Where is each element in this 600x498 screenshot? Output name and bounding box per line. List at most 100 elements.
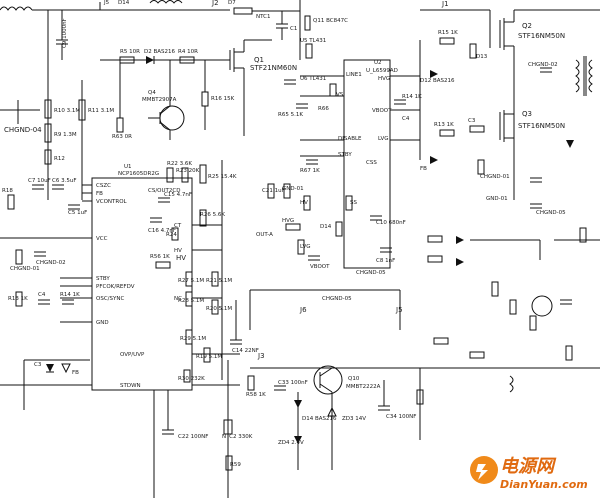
c29-label: R14 1K (402, 94, 422, 100)
r30-label: R30 232K (178, 376, 205, 382)
c1-label: C1 (290, 26, 297, 32)
r59-label: R59 (230, 462, 241, 468)
zd3-label: ZD3 14V (342, 416, 366, 422)
u1-pin-ct: CT (174, 223, 182, 229)
q1-ref: Q1 (254, 56, 264, 64)
d5-diode (456, 236, 464, 244)
r22-resistor (166, 167, 174, 183)
r5-label: R5 10R (120, 49, 140, 55)
r22-label: R22 3.6K (167, 161, 192, 167)
u1-pin-vcc: VCC (96, 236, 108, 242)
r47-resistor (285, 223, 301, 231)
r15-resistor (15, 291, 23, 307)
r1-label: D13 (476, 54, 488, 60)
r3-resistor (439, 37, 455, 45)
r29-resistor (185, 329, 193, 345)
r58-label: R58 1K (246, 392, 266, 398)
c31-label: CHGND-05 (536, 210, 566, 216)
t2b-winding (509, 375, 514, 393)
r14-resistor (15, 249, 23, 265)
fb-label: CHGND-04 (4, 126, 42, 134)
d13-diode (61, 363, 71, 374)
top-inductor (149, 0, 183, 4)
d12-diode (46, 364, 54, 372)
c25-label: VBOOT (310, 264, 330, 270)
r63-resistor (116, 117, 124, 133)
lower-left: CHGND-01 CHGND-02 R13 1K C4 R14 1K C3 FB (8, 249, 90, 410)
d14b-label: D14 BAS216 (302, 416, 337, 422)
d4-diode (430, 156, 438, 164)
u1-pin-hv: HV (174, 248, 182, 254)
r18-label: R18 (2, 188, 13, 194)
hv-label: HV (176, 254, 186, 262)
j1-label: J1 (441, 0, 449, 8)
transformer-secondary (588, 59, 593, 93)
d14-top-label: J5 (103, 0, 110, 6)
input-section: J5 D14 J2 NTC1 D7 C1 Q11 BC847C (0, 0, 348, 60)
r37-label: C21 1uF (262, 188, 285, 194)
r14-label: CHGND-01 (10, 266, 40, 272)
q2-ref: Q2 (522, 22, 532, 30)
u2-resonant-controller: U2 U_L6599AD HVG VBOOT LVG LINE1 VS DISA… (300, 59, 420, 269)
c30-label: R67 1K (300, 168, 320, 174)
r24-label: R24 (166, 232, 177, 238)
c10-label: R14 1K (60, 292, 80, 298)
u1-pin-ovp: OVP/UVP (120, 352, 145, 358)
r35-label: HV (300, 200, 308, 206)
r43-label: SS (350, 200, 357, 206)
u1-ref: U1 (124, 164, 132, 170)
d4-label: FB (420, 166, 427, 172)
r44-label: R13 1K (434, 122, 454, 128)
u2-pin-vboot: VBOOT (372, 108, 392, 114)
u2-pin-vs: VS (336, 92, 344, 98)
ntc1-resistor (233, 7, 253, 15)
r12-label: R12 (54, 156, 65, 162)
u2-body (343, 59, 391, 269)
r47-label: HVG (282, 218, 294, 224)
r33-resistor (329, 83, 337, 97)
c32-label: C8 1nF (376, 258, 395, 264)
r21-label: R21 5.1M (206, 278, 232, 284)
r62-resistor (509, 299, 517, 315)
u1-pin-stdwn: STDWN (120, 383, 141, 389)
q10-ref: Q10 (348, 376, 360, 382)
c27-label: C10 680nF (376, 220, 406, 226)
cnd1-u2: CHGND-05 (356, 270, 386, 276)
u1-part: NCP1605DR2G (118, 171, 159, 177)
r39-resistor (416, 389, 424, 405)
r33-label: R66 (318, 106, 329, 112)
r63b-resistor (491, 281, 499, 297)
r30b-resistor (305, 43, 313, 59)
d7-top-label: D7 (228, 0, 236, 6)
c34-label: C34 100NF (386, 414, 416, 420)
r30-resistor (183, 369, 191, 383)
half-bridge: Q2 STF16NM50N Q3 STF16NM50N CHGND-02 CHG… (489, 9, 600, 216)
r45-label: C3 (468, 118, 476, 124)
c18-label: R65 5.1K (278, 112, 303, 118)
r46-label: D14 (320, 224, 332, 230)
u1-pin-pfcok: PFCOK/REFDV (96, 284, 135, 290)
r11-resistor (44, 99, 52, 119)
q4-transistor (159, 105, 185, 131)
q1-part: STF21NM60N (250, 64, 297, 72)
d13-label: FB (72, 370, 79, 376)
q3-part: STF16NM50N (518, 122, 565, 130)
r17-resistor (304, 15, 311, 31)
r16-label: R16 15K (211, 96, 235, 102)
lightning-icon (476, 464, 488, 480)
r3-label: R15 1K (438, 30, 458, 36)
c36-label: CHGND-02 (528, 62, 558, 68)
u1-pin-cszc: CSZC (96, 183, 111, 189)
q4-part: MMBT2907A (142, 97, 177, 103)
r25-resistor (199, 164, 207, 184)
r37-resistor (267, 183, 275, 199)
r23-label: R23 20K (176, 168, 200, 174)
u2-left-network: U5 TL431 U6 TL431 R65 5.1K R66 R67 1K C2… (249, 38, 406, 330)
q10-part: MMBT2222A (346, 384, 381, 390)
j6-label: J6 (299, 306, 307, 314)
j2-label: J2 (211, 0, 219, 7)
r20-label: R20 5.1M (206, 306, 232, 312)
bottom-left: C22 100NF NTC2 330K R59 J3 (153, 352, 265, 498)
zd4-label: ZD4 2.4V (278, 440, 304, 446)
